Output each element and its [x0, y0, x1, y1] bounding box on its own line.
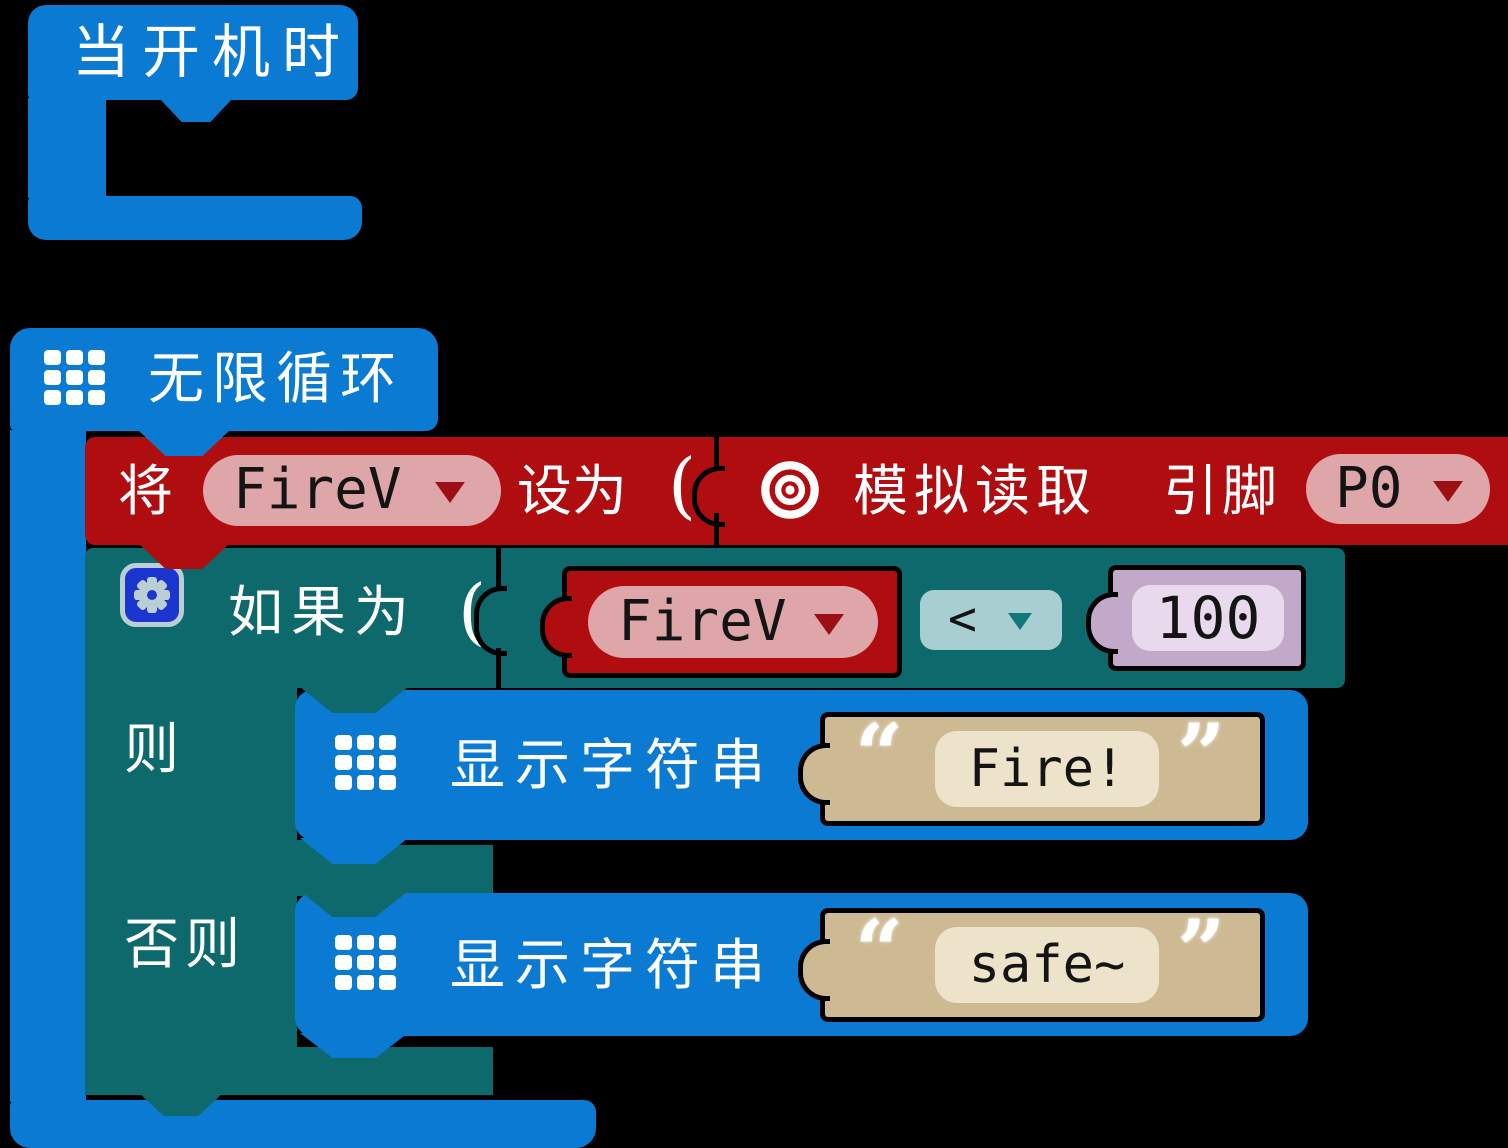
block-seam [496, 648, 501, 688]
set-word-prefix: 将 [118, 459, 174, 523]
operator-value: < [948, 591, 977, 647]
open-quote: “ [855, 901, 904, 1000]
string-value: safe~ [968, 935, 1126, 995]
block-seam [714, 437, 719, 471]
string-input[interactable]: Fire! [935, 731, 1159, 807]
statement-notch [160, 99, 232, 122]
dropdown-arrow-icon [1008, 613, 1032, 630]
dropdown-arrow-icon [435, 482, 465, 503]
value-socket-paren: ( [668, 443, 697, 527]
pin-dropdown-value: P0 [1335, 456, 1403, 521]
microbit-grid-icon [335, 935, 396, 990]
operator-dropdown[interactable]: < [920, 590, 1062, 650]
close-quote: ” [1177, 901, 1226, 1000]
puzzle-tab-icon [540, 596, 572, 658]
number-value: 100 [1155, 584, 1261, 652]
on-start-label: 当开机时 [72, 18, 353, 86]
analog-read-block[interactable]: 模拟读取 引脚 P0 [725, 437, 1508, 545]
condition-variable-block[interactable]: FireV [540, 566, 902, 678]
puzzle-tab-icon [798, 939, 830, 1001]
show-string-label: 显示字符串 [450, 933, 776, 997]
string-value: Fire! [968, 739, 1126, 799]
pin-word-label: 引脚 [1163, 459, 1282, 523]
puzzle-tab-icon [692, 466, 725, 527]
close-quote: ” [1177, 705, 1226, 804]
variable-dropdown[interactable]: FireV [203, 455, 501, 526]
pin-dropdown[interactable]: P0 [1306, 454, 1490, 524]
if-word-label: 如果为 [228, 580, 418, 644]
condition-variable-dropdown[interactable]: FireV [588, 586, 878, 658]
puzzle-tab-icon [1086, 592, 1118, 654]
variable-dropdown-value: FireV [233, 457, 402, 522]
then-word-label: 则 [124, 717, 180, 781]
block-seam [496, 548, 501, 588]
dropdown-arrow-icon [814, 614, 844, 635]
show-string-block-else[interactable]: 显示字符串 “ safe~ ” [295, 893, 1308, 1036]
show-string-block-then[interactable]: 显示字符串 “ Fire! ” [295, 690, 1308, 840]
analog-read-label: 模拟读取 [853, 459, 1098, 523]
puzzle-tab-icon [798, 743, 830, 805]
condition-variable-value: FireV [618, 589, 787, 654]
forever-label: 无限循环 [148, 347, 404, 412]
gear-button[interactable] [120, 563, 184, 627]
string-literal-block[interactable]: “ safe~ ” [798, 901, 1265, 1022]
set-variable-block[interactable]: 将 FireV 设为 ( 模拟读取 引脚 P0 [85, 437, 1508, 545]
else-word-label: 否则 [124, 912, 247, 976]
dropdown-arrow-icon [1433, 481, 1463, 502]
show-string-label: 显示字符串 [450, 733, 776, 797]
microbit-grid-icon [44, 350, 105, 405]
number-block[interactable]: 100 [1086, 565, 1306, 671]
open-quote: “ [855, 705, 904, 804]
set-word-suffix: 设为 [517, 459, 628, 523]
gear-icon [134, 577, 170, 613]
string-literal-block[interactable]: “ Fire! ” [798, 705, 1265, 826]
microbit-grid-icon [335, 735, 396, 790]
bullseye-icon [761, 461, 819, 519]
block-seam [714, 513, 719, 545]
puzzle-tab-icon [474, 586, 507, 656]
number-input[interactable]: 100 [1132, 585, 1284, 651]
string-input[interactable]: safe~ [935, 927, 1159, 1003]
